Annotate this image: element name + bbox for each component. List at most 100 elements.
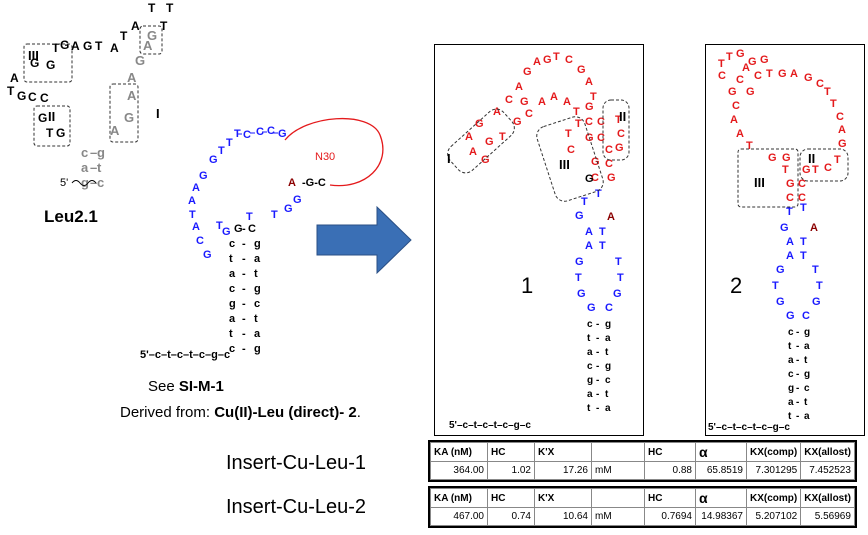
panel-1-label-ii: II [619,109,626,124]
svg-text:G: G [613,288,622,300]
svg-text:C: C [605,158,613,170]
svg-text:C: C [605,302,613,314]
svg-text:A: A [585,240,593,252]
svg-text:-: - [242,253,246,265]
svg-text:C: C [585,116,593,128]
table-2-value-alpha: 14.98367 [695,507,747,526]
table-2-header-kx-comp: KX(comp) [745,488,802,508]
panel-1-label-i: I [447,151,451,166]
svg-text:G: G [46,58,55,72]
svg-text:C: C [267,125,275,137]
svg-text:A: A [469,146,477,158]
svg-text:G: G [278,128,287,140]
svg-text:A: A [465,131,473,143]
svg-text:G: G [38,111,47,125]
svg-text:G: G [615,142,624,154]
svg-text:-: - [796,341,799,352]
svg-text:c: c [229,238,235,250]
svg-text:t: t [788,411,792,422]
svg-text:T: T [595,188,602,200]
svg-text:G: G [293,194,302,206]
svg-text:G: G [577,288,586,300]
svg-text:G: G [575,256,584,268]
svg-text:A: A [533,56,541,68]
leu21-loop-label-i: I [156,106,160,121]
table-1-header-kx-allost: KX(allost) [800,442,855,462]
svg-text:-: - [796,355,799,366]
svg-text:T: T [581,196,588,208]
svg-text:-: - [242,343,246,355]
svg-text:G: G [234,223,243,235]
svg-text:T: T [599,226,606,238]
table-2-header-hc2: HC [644,488,696,508]
svg-text:G: G [284,203,293,215]
svg-text:C: C [617,128,625,140]
panel-1-five-prime-tail: 5'–c–t–c–t–c–g–c [449,420,531,431]
svg-text:t: t [605,389,609,400]
svg-text:T: T [160,19,168,33]
svg-text:G: G [203,249,212,261]
svg-text:-: - [242,283,246,295]
svg-text:G: G [802,164,811,176]
svg-text:g: g [804,369,810,380]
table-1: KA (nM) HC K'X HC α KX(comp) KX(allost) … [428,440,857,482]
svg-text:A: A [143,38,153,53]
svg-text:C: C [591,172,599,184]
svg-text:–: – [90,160,97,175]
svg-text:A: A [515,81,523,93]
table-1-header-hc: HC [487,442,535,462]
svg-text:A: A [288,177,296,189]
table-1-value-kx-allost: 7.452523 [800,461,855,480]
table-1-value-hc: 1.02 [487,461,535,480]
leu21-loop-label-iii: III [28,48,39,63]
svg-text:c: c [229,283,235,295]
svg-text:A: A [730,114,738,126]
svg-text:g: g [229,298,236,310]
table-1-value-hc2: 0.88 [644,461,696,480]
svg-text:-: - [796,383,799,394]
svg-text:C: C [605,144,613,156]
svg-text:A: A [563,96,571,108]
table-2-header-kx-allost: KX(allost) [800,488,855,508]
svg-text:C: C [565,54,573,66]
table-2-value-hc: 0.74 [487,507,535,526]
svg-text:-: - [596,403,599,414]
svg-text:G: G [222,226,231,238]
svg-text:T: T [772,280,779,292]
svg-text:A: A [742,62,750,74]
derived-ref: Cu(II)-Leu (direct)- 2 [214,404,357,421]
svg-text:G: G [575,210,584,222]
table-1-value-kx-comp: 7.301295 [745,461,802,480]
svg-text:c: c [81,145,88,160]
svg-text:G: G [30,56,39,70]
svg-text:C: C [248,223,256,235]
svg-text:G: G [124,110,134,125]
see-prefix: See [148,378,179,395]
n30-label: N30 [315,151,335,163]
svg-text:T: T [830,98,837,110]
svg-text:T: T [800,250,807,262]
svg-text:t: t [804,397,808,408]
panel-2-number: 2 [730,273,742,298]
svg-text:A: A [192,221,200,233]
svg-text:C: C [40,91,49,105]
svg-text:T: T [812,164,819,176]
svg-text:-: - [596,389,599,400]
svg-text:t: t [605,347,609,358]
svg-text:G: G [147,28,157,43]
svg-text:-: - [242,313,246,325]
svg-text:G: G [607,172,616,184]
derived-caption: Derived from: Cu(II)-Leu (direct)- 2. [120,404,361,421]
svg-text:a: a [605,333,611,344]
svg-text:t: t [229,253,233,265]
svg-text:g: g [587,375,593,386]
svg-text:T: T [816,280,823,292]
svg-text:T: T [573,106,580,118]
svg-text:T: T [553,51,560,63]
svg-text:G: G [776,296,785,308]
svg-text:C: C [824,162,832,174]
svg-text:T: T [812,264,819,276]
table-1-value-unit: mM [591,461,645,480]
table-2-value-kx-comp: 5.207102 [745,507,802,526]
